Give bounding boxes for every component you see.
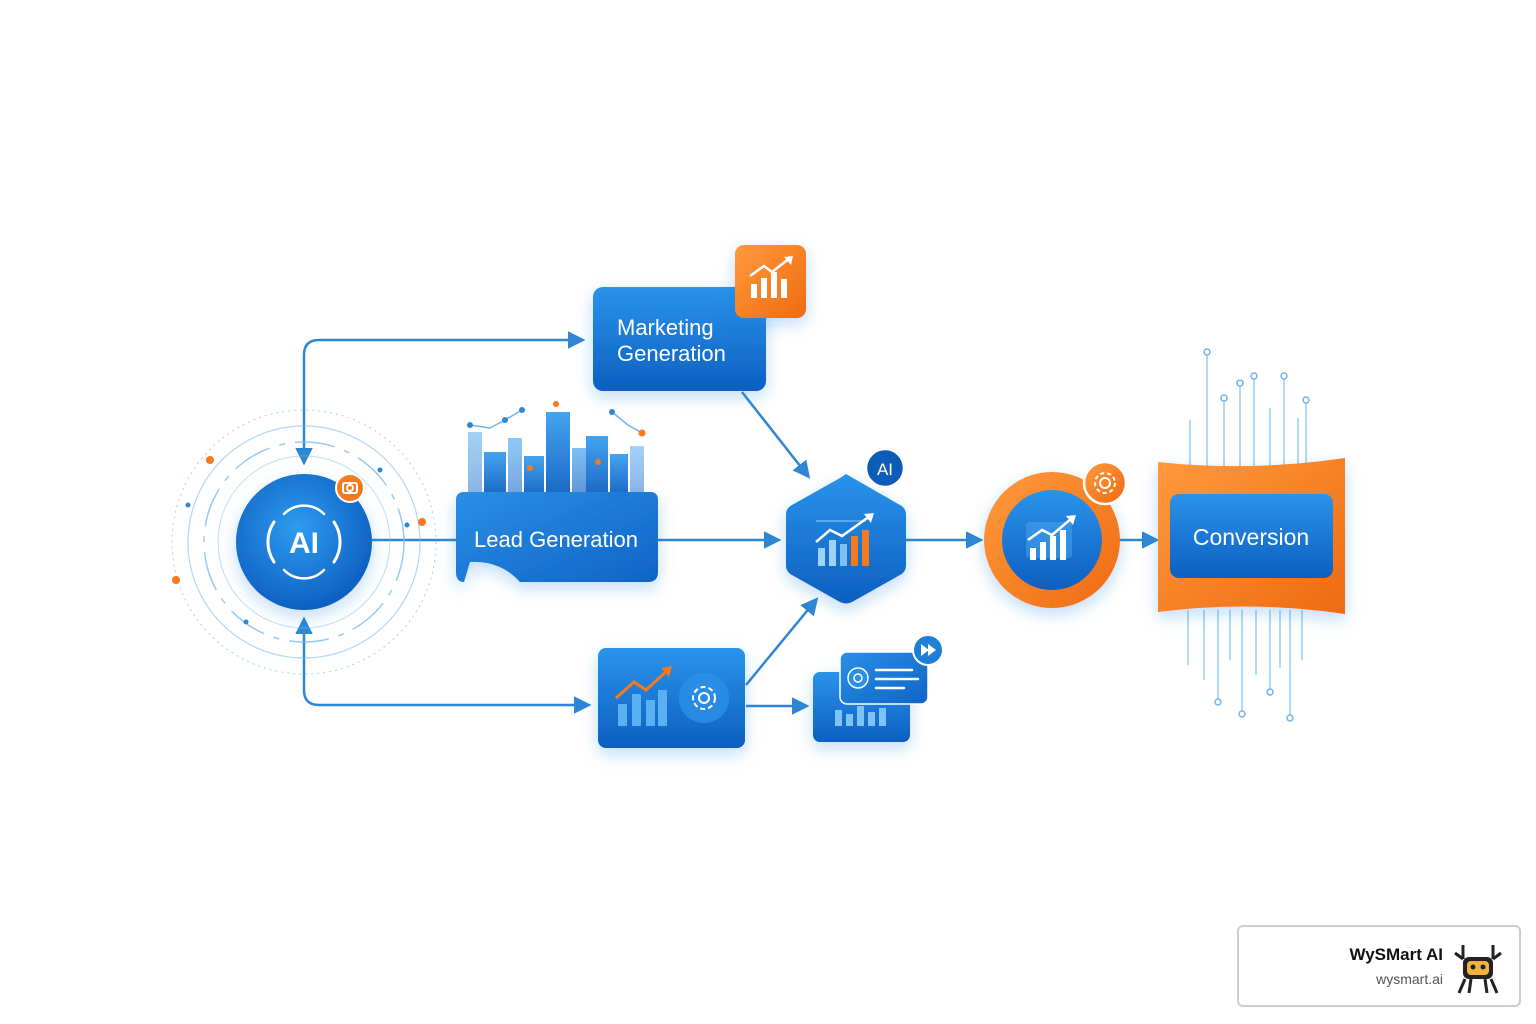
arrow-hub-to-marketing (295, 331, 586, 466)
report-card[interactable] (813, 634, 944, 742)
gear-icon-circle (679, 673, 729, 723)
ai-hub-label: AI (289, 527, 319, 560)
ai-hub-circle (236, 474, 372, 610)
lead-generation-label: Lead Generation (474, 527, 638, 552)
gear-icon (1094, 472, 1116, 494)
marketing-label-line2: Generation (617, 341, 726, 366)
ai-hub[interactable]: AI (171, 409, 437, 675)
stream-dots (1203, 348, 1310, 722)
brand-box: WySMart AI wysmart.ai (1237, 925, 1521, 1007)
brand-name: WySMart AI (1349, 945, 1443, 964)
forward-icon (921, 644, 936, 656)
marketing-label-line1: Marketing (617, 315, 714, 340)
chart-up-icon (615, 666, 672, 726)
lead-generation-card[interactable]: Lead Generation (456, 401, 658, 582)
arrow-marketing-to-hex (741, 391, 811, 479)
chart-up-icon (1026, 515, 1076, 560)
text-lines (874, 668, 920, 690)
analytics-card[interactable] (598, 648, 745, 748)
camera-icon (342, 482, 358, 494)
conversion-label: Conversion (1193, 524, 1309, 550)
orbit-dots (172, 456, 426, 625)
conversion-button (1170, 494, 1333, 578)
conversion-node[interactable]: Conversion (1158, 348, 1345, 722)
lead-card-body (456, 492, 658, 582)
chart-up-icon (749, 256, 793, 298)
chart-up-icon-badge (735, 245, 806, 318)
data-streams (1187, 355, 1307, 716)
ai-icon (266, 504, 342, 580)
bar-icon (835, 706, 886, 726)
camera-icon-badge (335, 473, 365, 503)
network-dots (467, 401, 646, 471)
connectors (295, 331, 1160, 715)
ai-badge-label: AI (877, 460, 893, 479)
ai-hexagon-node[interactable]: AI (786, 447, 906, 604)
arrow-analytics-to-hex (745, 597, 819, 686)
robot-logo-icon (1454, 945, 1502, 994)
arrow-hub-to-analytics (295, 616, 592, 714)
gear-icon (692, 686, 716, 710)
chart-up-icon (815, 513, 874, 566)
brand-url: wysmart.ai (1376, 971, 1443, 987)
growth-ring-node[interactable] (984, 460, 1128, 608)
orbit-rings (171, 409, 437, 675)
ai-badge (864, 447, 906, 489)
gear-icon-badge (1082, 460, 1128, 506)
marketing-generation-card[interactable]: Marketing Generation (593, 245, 806, 391)
city-bars (468, 412, 644, 496)
